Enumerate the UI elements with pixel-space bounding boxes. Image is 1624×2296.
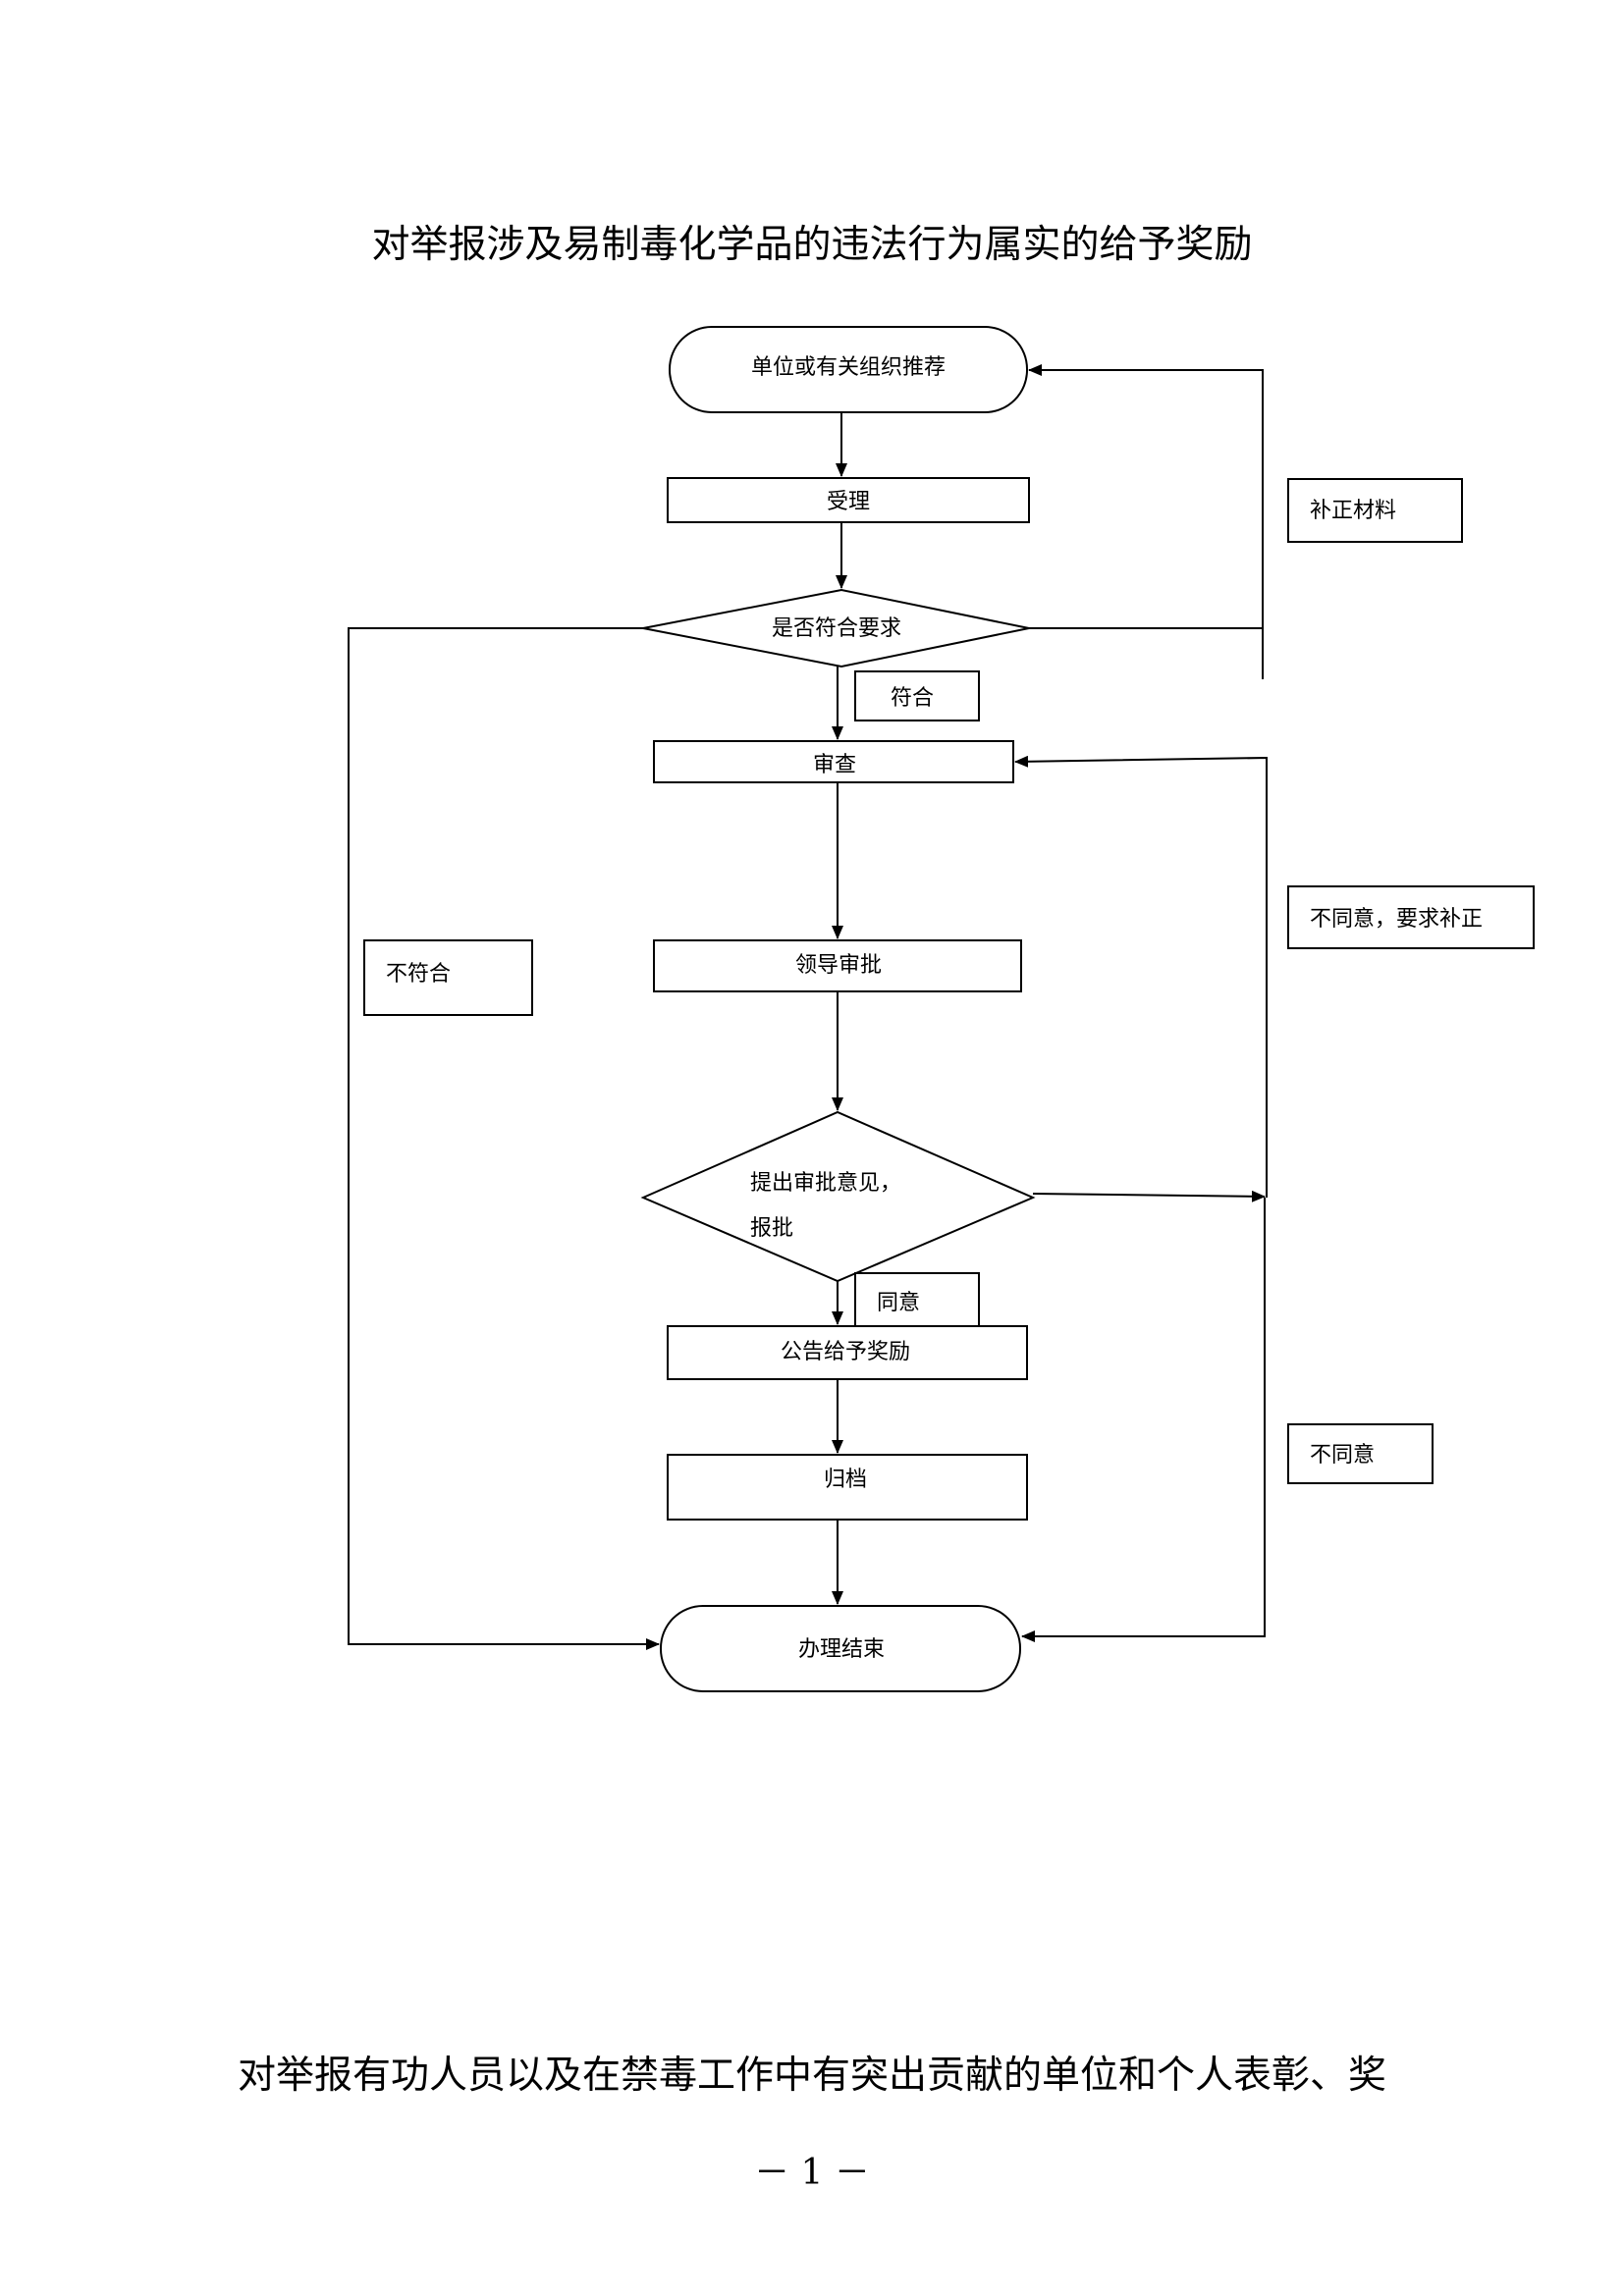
agree-label-box xyxy=(854,1272,980,1327)
archive-node xyxy=(667,1454,1028,1521)
agree-label: 同意 xyxy=(877,1291,920,1315)
accept-node xyxy=(667,477,1030,523)
opinion-decision-label-2: 报批 xyxy=(750,1216,793,1241)
supplement-loop-arrow xyxy=(1028,364,1264,679)
announce-node-label: 公告给予奖励 xyxy=(781,1340,910,1364)
not-meets-label-box xyxy=(363,939,533,1016)
leader-approval-label: 领导审批 xyxy=(795,953,882,978)
announce-node xyxy=(667,1325,1028,1380)
review-node-label: 审查 xyxy=(813,753,856,777)
next-section-title: 对举报有功人员以及在禁毒工作中有突出贡献的单位和个人表彰、奖 xyxy=(237,2054,1386,2098)
check-decision-label: 是否符合要求 xyxy=(772,616,901,641)
start-node-label: 单位或有关组织推荐 xyxy=(751,355,946,380)
review-node xyxy=(653,740,1014,783)
start-node xyxy=(669,326,1028,413)
supplement-label-box xyxy=(1287,478,1463,543)
document-title: 对举报涉及易制毒化学品的违法行为属实的给予奖励 xyxy=(371,223,1253,267)
accept-node-label: 受理 xyxy=(827,490,870,514)
meets-label-box xyxy=(854,670,980,721)
end-node xyxy=(660,1605,1021,1692)
disagree-correct-label: 不同意，要求补正 xyxy=(1310,907,1483,932)
opinion-to-right-arrow xyxy=(1032,1190,1266,1202)
archive-node-label: 归档 xyxy=(824,1468,867,1492)
not-meets-line xyxy=(348,627,660,1650)
opinion-decision xyxy=(640,1110,1036,1283)
disagree-label: 不同意 xyxy=(1310,1443,1375,1468)
end-node-label: 办理结束 xyxy=(798,1637,885,1662)
meets-label: 符合 xyxy=(891,686,934,711)
opinion-decision-label-1: 提出审批意见， xyxy=(750,1171,901,1196)
page-number: － 1 － xyxy=(754,2153,870,2193)
not-meets-label: 不符合 xyxy=(386,962,451,987)
supplement-label: 补正材料 xyxy=(1310,499,1396,523)
disagree-correct-loop xyxy=(1014,755,1268,1198)
disagree-correct-label-box xyxy=(1287,885,1535,949)
disagree-label-box xyxy=(1287,1423,1434,1484)
disagree-line xyxy=(1021,1198,1266,1642)
